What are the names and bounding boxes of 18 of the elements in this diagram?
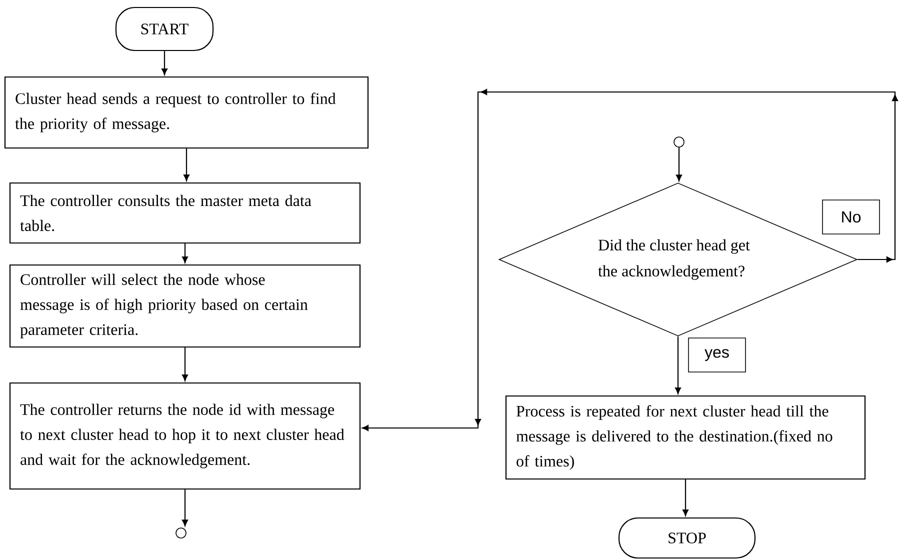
arrow [162, 51, 168, 76]
edge-label: yes [688, 338, 746, 372]
arrow [675, 336, 682, 394]
arrow [182, 348, 188, 382]
process-box: The controller returns the node id with message to next cluster head to hop it to next cluster head and wait for the acknowledgement. [9, 382, 361, 490]
process-box: Process is repeated for next cluster head till the message is delivered to the destination.(fixed no of times) [505, 395, 866, 480]
arrow [184, 148, 190, 182]
arrow [682, 480, 689, 516]
connector-circle [674, 136, 684, 148]
arrow [676, 147, 682, 182]
process-box: Cluster head sends a request to controller to find the priority of message. [4, 76, 369, 149]
arrow [182, 244, 188, 264]
process-box: The controller consults the master meta data table. [9, 182, 361, 244]
arrow [182, 490, 188, 526]
process-box: Controller will select the node whose message is of high priority based on certain parameter criteria. [9, 264, 361, 348]
edge-label: No [822, 200, 880, 234]
arrow [362, 89, 898, 432]
connector-circle [176, 528, 186, 538]
